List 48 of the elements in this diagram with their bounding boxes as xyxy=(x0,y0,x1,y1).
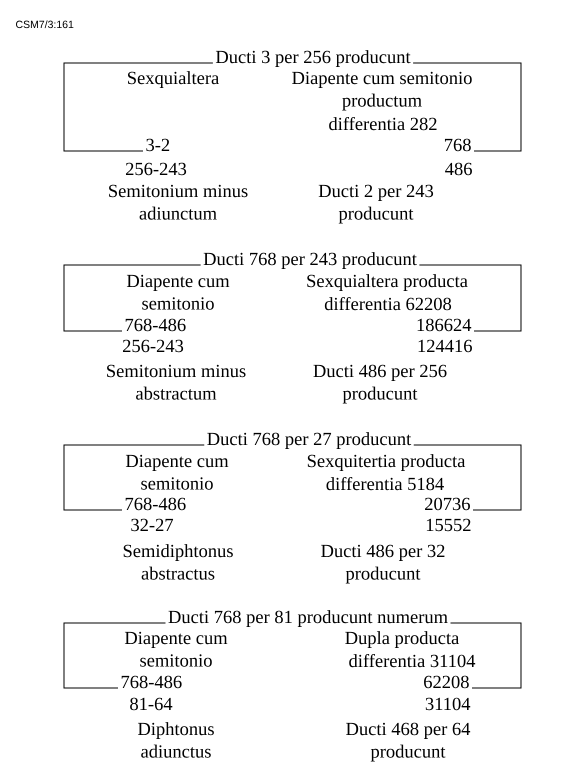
term-label: Semitonium minus adiunctum xyxy=(109,184,248,220)
number-label: 81-64 xyxy=(130,698,172,710)
term-label: Diapente cum semitonio xyxy=(126,454,228,490)
number-label: 3-2 xyxy=(146,138,170,152)
term-label: Diapente cum semitonio xyxy=(126,274,230,310)
term-label: Semidiphtonus abstractus xyxy=(124,544,233,580)
term-label: Semitonium minus abstractum xyxy=(107,364,246,400)
bracket-line xyxy=(418,264,522,332)
number-label: 62208 xyxy=(424,676,469,688)
term-label: Ducti 486 per 256 producunt xyxy=(313,364,446,404)
term-label: differentia 5184 xyxy=(326,476,444,490)
term-label: differentia 62208 xyxy=(324,296,452,310)
number-label: 768-486 xyxy=(126,318,186,332)
bracket-line xyxy=(450,622,522,688)
number-label: 186624 xyxy=(418,318,472,332)
term-label: Ducti 2 per 243 producunt xyxy=(318,184,434,224)
heading: Ducti 768 per 27 producunt xyxy=(207,432,412,449)
number-label: 256-243 xyxy=(122,340,184,352)
bracket-line xyxy=(64,62,214,152)
number-label: 31104 xyxy=(426,698,470,710)
term-label: Diapente cum semitonio xyxy=(124,632,228,667)
bracket-line xyxy=(64,622,166,688)
number-label: 15552 xyxy=(426,518,470,532)
heading: Ducti 3 per 256 producunt xyxy=(216,50,411,67)
term-label: Diphtonus adiunctus xyxy=(138,722,214,758)
bracket-line xyxy=(64,264,202,332)
term-label: Ducti 468 per 64 producunt xyxy=(346,722,470,762)
term-label: Sexquialtera xyxy=(128,71,219,88)
number-label: 768-486 xyxy=(122,676,182,688)
term-label: differentia 282 xyxy=(329,116,437,130)
term-label: Dupla producta xyxy=(345,631,460,648)
number-label: 32-27 xyxy=(131,518,174,532)
bracket-line xyxy=(413,444,522,510)
number-label: 768-486 xyxy=(126,498,186,510)
term-label: differentia 31104 xyxy=(349,654,476,668)
term-label: Sexquialtera producta xyxy=(307,274,468,291)
number-label: 20736 xyxy=(425,498,470,510)
bracket-line xyxy=(64,444,205,510)
term-label: Sexquitertia producta xyxy=(308,454,466,471)
number-label: 124416 xyxy=(418,340,472,352)
heading: Ducti 768 per 81 producunt numerum xyxy=(168,610,448,627)
term-label: Ducti 486 per 32 producunt xyxy=(321,544,444,584)
number-label: 256-243 xyxy=(126,162,186,176)
number-label: 486 xyxy=(445,162,472,176)
reference-code: CSM7/3:161 xyxy=(16,20,74,28)
heading: Ducti 768 per 243 producunt xyxy=(204,252,417,269)
bracket-line xyxy=(412,62,522,152)
number-label: 768 xyxy=(444,138,471,152)
